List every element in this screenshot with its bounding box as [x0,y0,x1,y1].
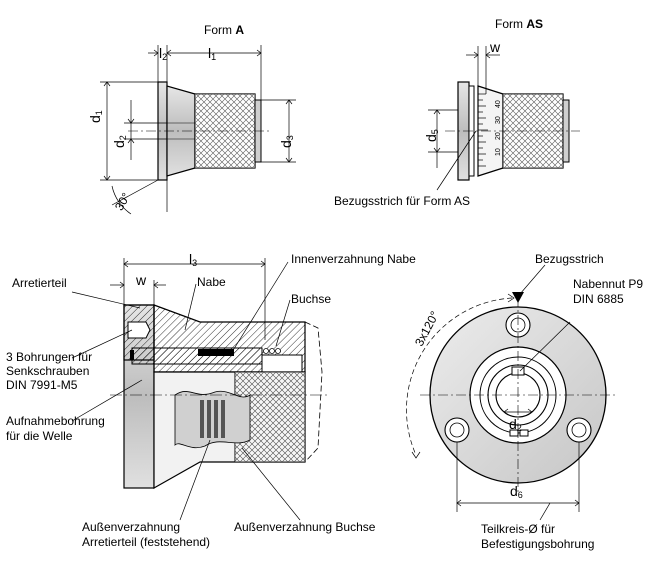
dim-d2: d2 [111,135,128,148]
dim-d5: d5 [423,129,440,142]
form-as-title: Form AS [495,17,544,31]
scale-number-40: 40 [495,100,502,108]
leader-lines-front [519,264,571,521]
label-bohrungen-1: 3 Bohrungen für [6,350,93,364]
label-buchse: Buchse [291,292,332,306]
label-nabennut-2: DIN 6885 [573,292,624,306]
label-teilkreis-1: Teilkreis-Ø für [481,522,556,536]
dim-l2: l2 [159,45,168,62]
form-a-title: Form A [204,23,245,37]
scale-number-30: 30 [495,116,502,124]
section-view [110,258,330,490]
label-arretierteil: Arretierteil [12,276,67,290]
front-view [406,292,616,512]
label-bohrungen-2: Senkschrauben [6,364,90,378]
scale-number-10: 10 [495,148,502,156]
label-teilkreis-2: Befestigungsbohrung [481,537,595,551]
dim-l3: l3 [189,251,198,268]
label-aufnahmebohrung-1: Aufnahmebohrung [6,414,105,428]
label-aussen-arretierteil-1: Außenverzahnung [82,520,181,534]
label-nabennut-1: Nabennut P9 [573,277,644,291]
dim-d6: d6 [510,483,523,500]
label-aussen-buchse: Außenverzahnung Buchse [234,520,376,534]
dim-d2-front: d2 [509,416,522,433]
form-a-view [100,45,296,215]
label-aussen-arretierteil-2: Arretierteil (feststehend) [82,535,211,549]
leader-lines-section [71,261,301,521]
label-bezugsstrich: Bezugsstrich [535,252,604,266]
label-aufnahmebohrung-2: für die Welle [6,429,73,443]
label-bohrungen-3: DIN 7991-M5 [6,378,78,392]
dim-w-section: w [136,272,147,288]
label-bezugsstrich-form-as: Bezugsstrich für Form AS [334,194,471,208]
label-innenverzahnung-nabe: Innenverzahnung Nabe [291,252,416,266]
scale-number-20: 20 [495,132,502,140]
dim-d3: d3 [278,135,295,148]
dim-d1: d1 [87,110,104,123]
dim-w-as: w [490,39,501,55]
form-as-view [428,46,580,191]
dim-l1: l1 [208,45,217,62]
label-nabe: Nabe [197,275,226,289]
